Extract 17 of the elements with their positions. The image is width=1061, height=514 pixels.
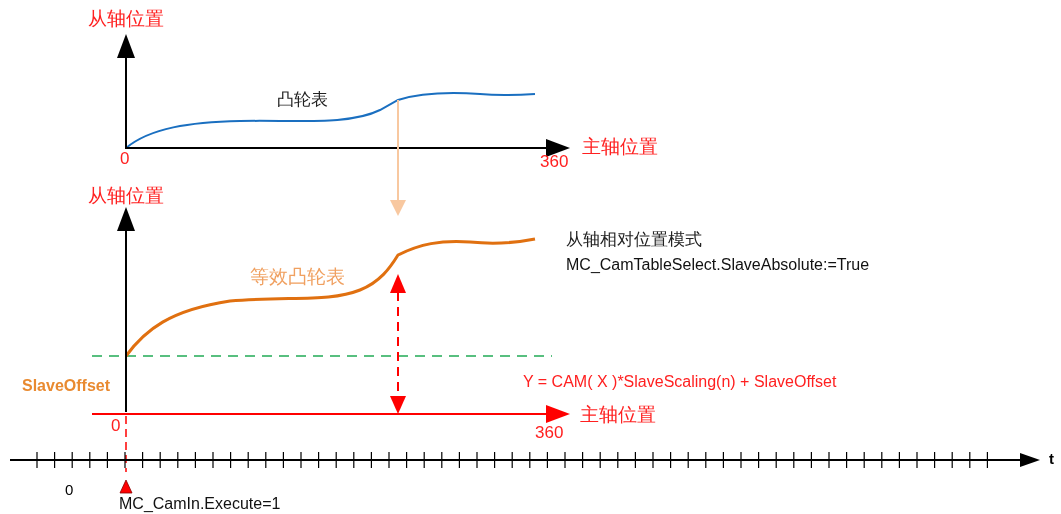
axis-title: t — [1049, 450, 1054, 468]
formula-text: Y = CAM( X )*SlaveScaling(n) + SlaveOffset — [523, 373, 837, 392]
curve-label: 凸轮表 — [277, 90, 328, 110]
tick-label: 0 — [111, 416, 121, 436]
axis-title: 主轴位置 — [580, 404, 656, 426]
tick-label: 0 — [65, 481, 74, 499]
offset-label: SlaveOffset — [22, 377, 111, 396]
curve-label: 等效凸轮表 — [250, 266, 345, 288]
axis-title: 从轴位置 — [88, 185, 164, 207]
trigger-note: MC_CamIn.Execute=1 — [119, 495, 281, 514]
tick-label: 360 — [535, 423, 564, 443]
tick-label: 360 — [540, 152, 569, 172]
axis-title: 主轴位置 — [582, 136, 658, 158]
code-note: MC_CamTableSelect.SlaveAbsolute:=True — [566, 256, 870, 275]
axis-title: 从轴位置 — [88, 8, 164, 30]
mode-note: 从轴相对位置模式 — [566, 230, 702, 250]
tick-label: 0 — [120, 149, 130, 169]
